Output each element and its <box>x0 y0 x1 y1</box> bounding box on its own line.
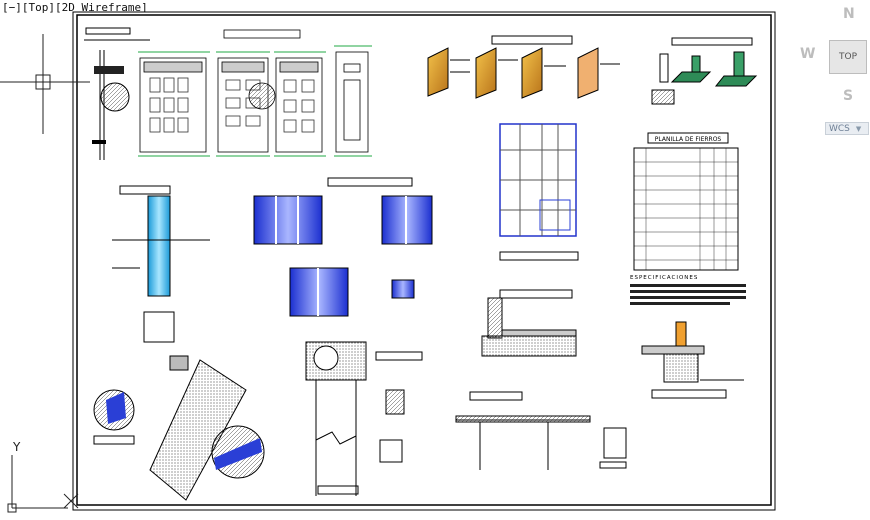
window-details <box>253 177 433 317</box>
ucs-icon <box>7 455 79 513</box>
slab-detail <box>455 391 627 470</box>
sheet-inner-border <box>76 14 772 506</box>
viewport-label[interactable]: [−][Top][2D Wireframe] <box>2 1 148 14</box>
column-detail <box>112 185 210 371</box>
view-menu[interactable]: [Top] <box>21 1 55 14</box>
brick-wall-details <box>427 35 620 99</box>
foundation-section <box>481 289 577 357</box>
compass-west[interactable]: W <box>800 46 816 62</box>
rebar-schedule-table: PLANILLA DE FIERROS <box>633 132 739 271</box>
wcs-menu[interactable]: WCS ▼ <box>825 122 869 135</box>
sobrecimiento-detail <box>641 321 744 399</box>
foundation-plan <box>499 123 579 261</box>
ucs-y-label: Y <box>13 440 21 454</box>
stair-column-detail <box>305 341 423 496</box>
doors-detail <box>138 29 372 157</box>
crosshair-cursor <box>0 34 90 134</box>
svg-text:PLANILLA DE FIERROS: PLANILLA DE FIERROS <box>655 136 722 143</box>
viewport-control-menu[interactable]: [−] <box>2 1 22 14</box>
wcs-label: WCS <box>829 123 850 134</box>
specifications-block: ESPECIFICACIONES <box>630 275 746 305</box>
viewcube-top-label: TOP <box>838 52 857 62</box>
svg-text:ESPECIFICACIONES: ESPECIFICACIONES <box>630 275 698 281</box>
roof-brace-detail <box>93 359 265 501</box>
door-profile-detail <box>84 27 150 160</box>
sheet-outer-border <box>72 11 776 511</box>
compass-north[interactable]: N <box>843 6 855 22</box>
compass-south[interactable]: S <box>843 88 854 104</box>
footing-details <box>651 37 758 105</box>
chevron-down-icon: ▼ <box>855 124 862 133</box>
viewcube-top-face[interactable]: TOP <box>829 40 867 74</box>
visual-style-menu[interactable]: [2D Wireframe] <box>55 1 148 14</box>
